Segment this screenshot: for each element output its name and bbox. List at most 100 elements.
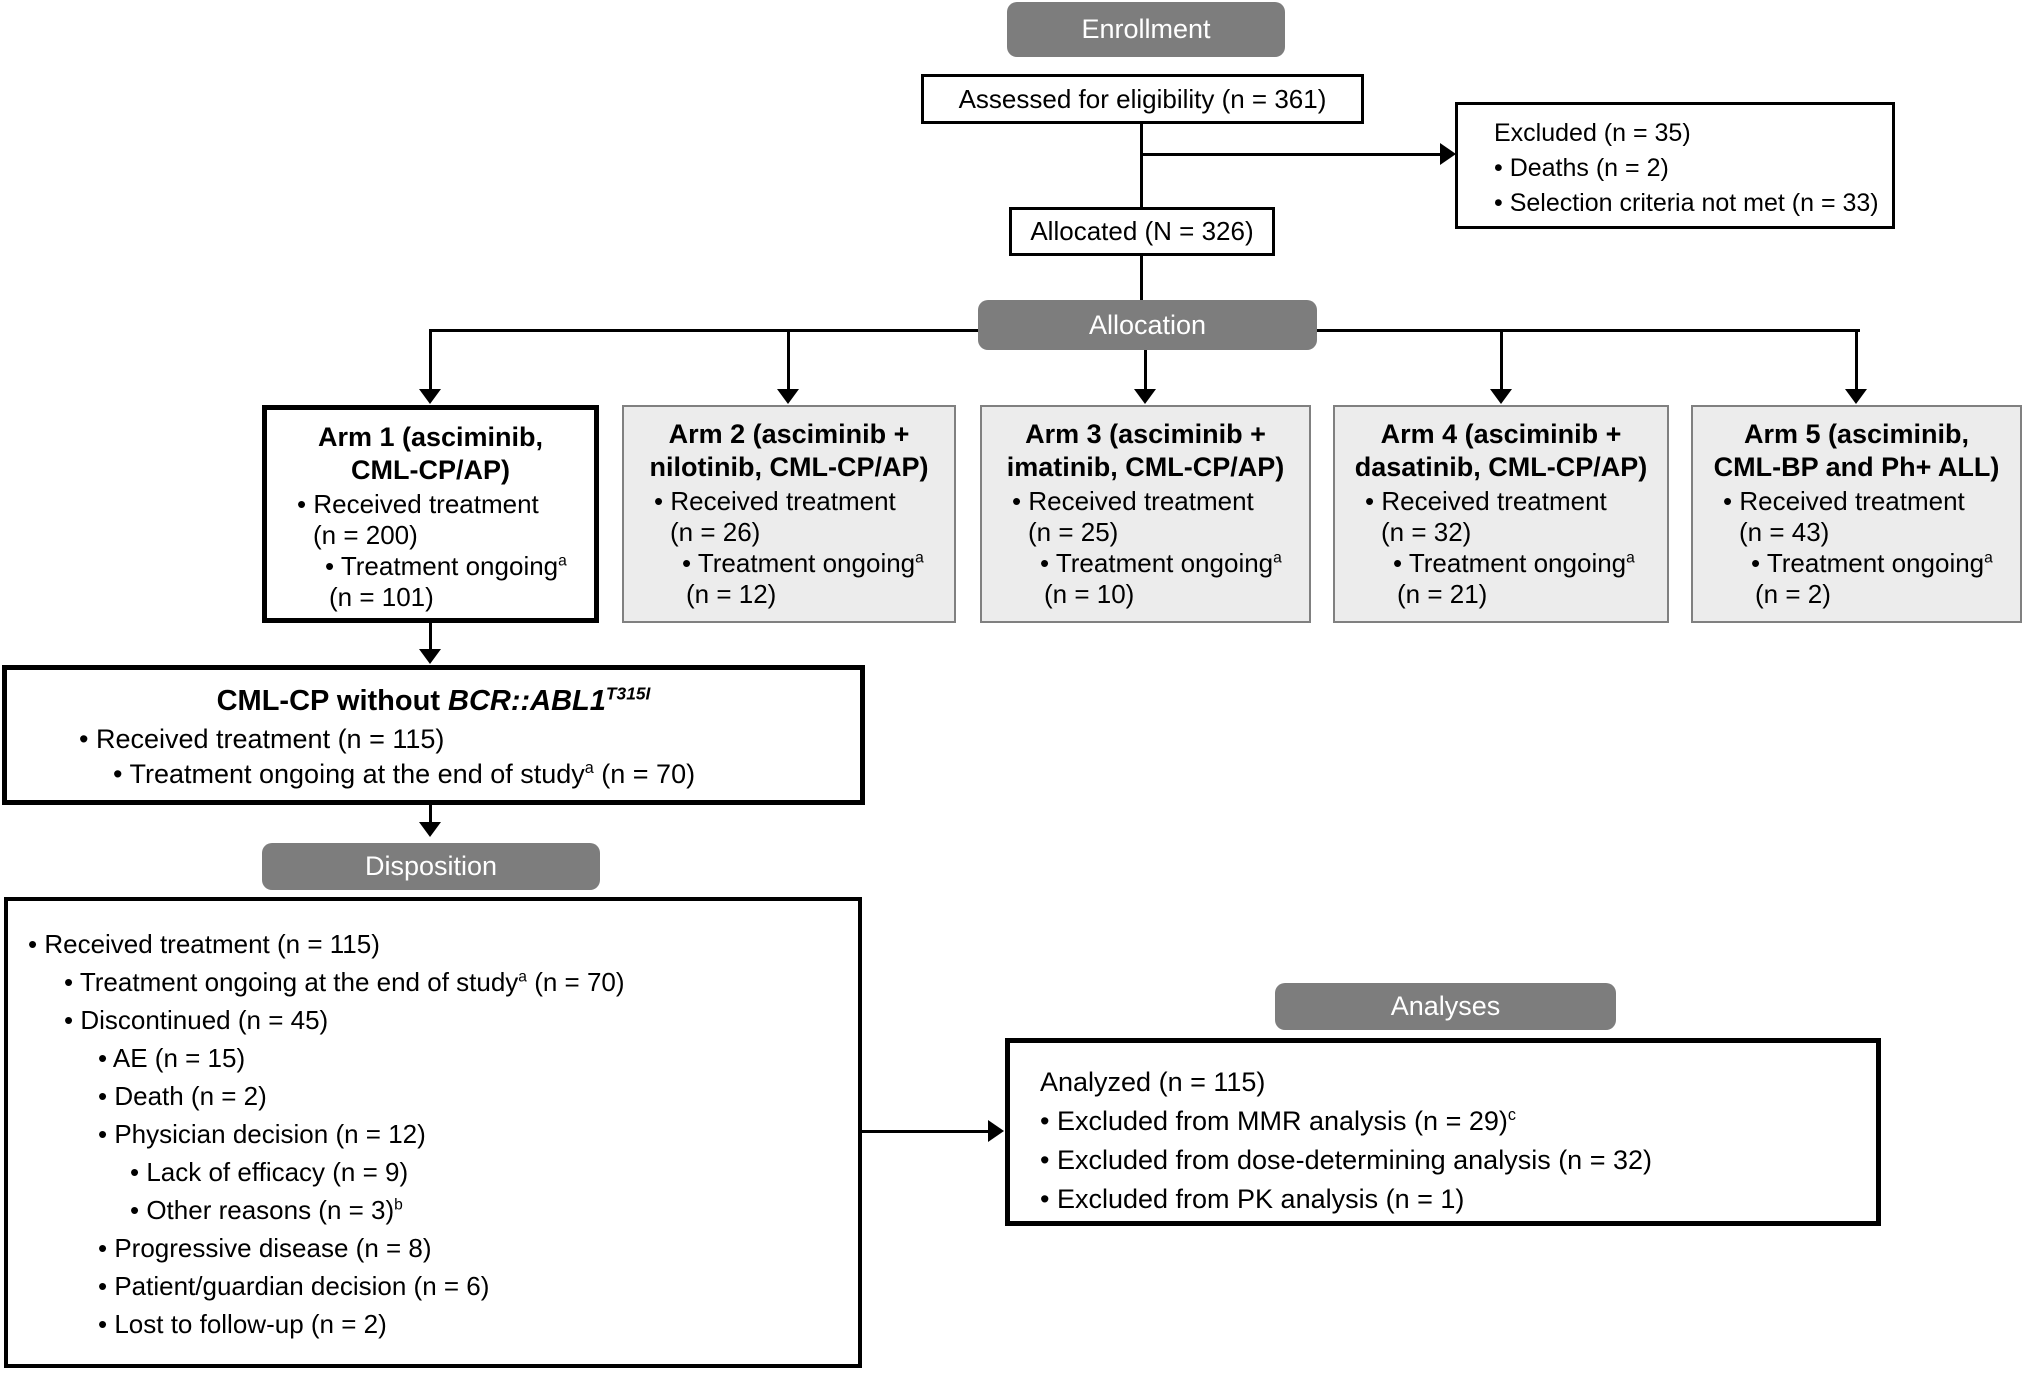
disposition-item: • Lack of efficacy (n = 9) <box>130 1157 409 1187</box>
arm-1-title: Arm 1 (asciminib, CML-CP/AP) <box>267 410 594 487</box>
disposition-item: • Progressive disease (n = 8) <box>98 1233 432 1263</box>
arm-2-box: Arm 2 (asciminib + nilotinib, CML-CP/AP)… <box>622 405 956 623</box>
arm-detail-line: • Treatment ongoinga <box>682 548 924 578</box>
connector-drop-arm3 <box>1144 330 1147 390</box>
arm-detail-line: (n = 32) <box>1381 517 1472 547</box>
allocation-stage-badge: Allocation <box>978 300 1317 350</box>
connector-drop-arm4 <box>1500 330 1503 390</box>
arrowhead-arm5 <box>1845 389 1867 404</box>
analyzed-box: Analyzed (n = 115) • Excluded from MMR a… <box>1005 1038 1881 1226</box>
arm-title-line: dasatinib, CML-CP/AP) <box>1354 452 1648 482</box>
disposition-item: • AE (n = 15) <box>98 1043 246 1073</box>
cml-cp-subset-box: CML-CP without BCR::ABL1T315I • Received… <box>2 665 865 805</box>
arm-detail-line: (n = 12) <box>686 579 777 609</box>
arm-3-title: Arm 3 (asciminib + imatinib, CML-CP/AP) <box>982 407 1309 484</box>
arrowhead-arm2 <box>777 389 799 404</box>
arm-detail-line: (n = 2) <box>1755 579 1831 609</box>
arm-detail-line: (n = 200) <box>313 520 418 550</box>
arm-detail-line: • Treatment ongoinga <box>1751 548 1993 578</box>
arm-4-title: Arm 4 (asciminib + dasatinib, CML-CP/AP) <box>1335 407 1667 484</box>
cml-detail-line: • Treatment ongoing at the end of studya… <box>113 759 696 789</box>
arm-detail-line: • Received treatment <box>1012 486 1254 516</box>
arm-5-box: Arm 5 (asciminib, CML-BP and Ph+ ALL) • … <box>1691 405 2022 623</box>
connector-drop-arm1 <box>429 330 432 390</box>
arm-2-details: • Received treatment (n = 26) • Treatmen… <box>624 484 954 610</box>
assessed-eligibility-text: Assessed for eligibility (n = 361) <box>958 83 1327 114</box>
arm-4-details: • Received treatment (n = 32) • Treatmen… <box>1335 484 1667 610</box>
arm-title-line: Arm 2 (asciminib + <box>668 419 910 449</box>
arm-detail-line: • Treatment ongoinga <box>1040 548 1282 578</box>
arrowhead-arm1 <box>419 389 441 404</box>
arm-detail-line: • Received treatment <box>297 489 539 519</box>
arm-title-line: imatinib, CML-CP/AP) <box>1006 452 1285 482</box>
arm-title-line: Arm 3 (asciminib + <box>1025 419 1266 449</box>
disposition-box: • Received treatment (n = 115) • Treatme… <box>4 897 862 1368</box>
analyzed-item: • Excluded from PK analysis (n = 1) <box>1040 1184 1465 1214</box>
arrowhead-arm3 <box>1134 389 1156 404</box>
analyzed-item: • Excluded from MMR analysis (n = 29)c <box>1040 1106 1516 1136</box>
arrowhead-arm4 <box>1490 389 1512 404</box>
arrowhead-analyzed <box>988 1120 1004 1142</box>
arm-5-title: Arm 5 (asciminib, CML-BP and Ph+ ALL) <box>1693 407 2020 484</box>
enrollment-stage-label: Enrollment <box>1081 14 1211 44</box>
arm-detail-line: (n = 101) <box>329 582 434 612</box>
arm-detail-line: (n = 43) <box>1739 517 1830 547</box>
connector-drop-arm2 <box>787 330 790 390</box>
arm-title-line: CML-CP/AP) <box>351 455 510 485</box>
excluded-title: Excluded (n = 35) <box>1494 119 1691 147</box>
arm-1-box: Arm 1 (asciminib, CML-CP/AP) • Received … <box>262 405 599 623</box>
arm-detail-line: • Treatment ongoinga <box>1393 548 1635 578</box>
disposition-item: • Treatment ongoing at the end of studya… <box>64 967 625 997</box>
cml-detail-line: • Received treatment (n = 115) <box>79 724 445 754</box>
arm-title-line: Arm 4 (asciminib + <box>1380 419 1622 449</box>
arm-detail-line: (n = 25) <box>1028 517 1119 547</box>
arrowhead-disposition <box>419 822 441 837</box>
arm-title-line: Arm 1 (asciminib, <box>317 422 544 452</box>
arm-detail-line: • Received treatment <box>654 486 896 516</box>
disposition-item: • Physician decision (n = 12) <box>98 1119 426 1149</box>
connector-drop-arm5 <box>1855 330 1858 390</box>
disposition-stage-label: Disposition <box>364 851 498 881</box>
connector-to-excluded <box>1141 153 1443 156</box>
arm-detail-line: (n = 26) <box>670 517 761 547</box>
connector-disposition-to-analyzed <box>862 1130 990 1133</box>
arm-5-details: • Received treatment (n = 43) • Treatmen… <box>1693 484 2020 610</box>
arm-title-line: CML-BP and Ph+ ALL) <box>1713 452 2000 482</box>
excluded-item: • Deaths (n = 2) <box>1494 154 1669 182</box>
arm-detail-line: • Received treatment <box>1723 486 1965 516</box>
arm-3-box: Arm 3 (asciminib + imatinib, CML-CP/AP) … <box>980 405 1311 623</box>
cml-cp-subset-title: CML-CP without BCR::ABL1T315I <box>216 683 651 717</box>
connector-cml-to-disposition <box>429 805 432 824</box>
arm-detail-line: (n = 10) <box>1044 579 1135 609</box>
arm-1-details: • Received treatment (n = 200) • Treatme… <box>267 487 594 613</box>
allocated-text: Allocated (N = 326) <box>1030 216 1254 246</box>
arm-title-line: nilotinib, CML-CP/AP) <box>649 452 929 482</box>
connector-allocated-to-allocation <box>1140 256 1143 332</box>
arm-detail-line: • Received treatment <box>1365 486 1607 516</box>
arrowhead-excluded <box>1440 143 1456 165</box>
arm-title-line: Arm 5 (asciminib, <box>1743 419 1970 449</box>
disposition-item: • Received treatment (n = 115) <box>28 929 380 959</box>
analyses-stage-label: Analyses <box>1390 991 1501 1021</box>
arm-detail-line: (n = 21) <box>1397 579 1488 609</box>
connector-arm1-to-cml <box>429 623 432 651</box>
enrollment-stage-badge: Enrollment <box>1007 2 1285 57</box>
arm-detail-line: • Treatment ongoinga <box>325 551 567 581</box>
analyzed-title: Analyzed (n = 115) <box>1040 1067 1266 1097</box>
arm-2-title: Arm 2 (asciminib + nilotinib, CML-CP/AP) <box>624 407 954 484</box>
arrowhead-cml <box>419 649 441 664</box>
arm-4-box: Arm 4 (asciminib + dasatinib, CML-CP/AP)… <box>1333 405 1669 623</box>
disposition-item: • Discontinued (n = 45) <box>64 1005 329 1035</box>
disposition-item: • Lost to follow-up (n = 2) <box>98 1309 387 1339</box>
arm-3-details: • Received treatment (n = 25) • Treatmen… <box>982 484 1309 610</box>
connector-assessed-to-allocated <box>1140 124 1143 207</box>
cml-cp-subset-details: • Received treatment (n = 115) • Treatme… <box>7 720 860 792</box>
excluded-box: Excluded (n = 35) • Deaths (n = 2) • Sel… <box>1455 102 1895 229</box>
excluded-item: • Selection criteria not met (n = 33) <box>1494 189 1879 217</box>
disposition-item: • Patient/guardian decision (n = 6) <box>98 1271 490 1301</box>
disposition-stage-badge: Disposition <box>262 843 600 890</box>
assessed-eligibility-box: Assessed for eligibility (n = 361) <box>921 74 1364 124</box>
disposition-item: • Death (n = 2) <box>98 1081 267 1111</box>
analyzed-item: • Excluded from dose-determining analysi… <box>1040 1145 1652 1175</box>
